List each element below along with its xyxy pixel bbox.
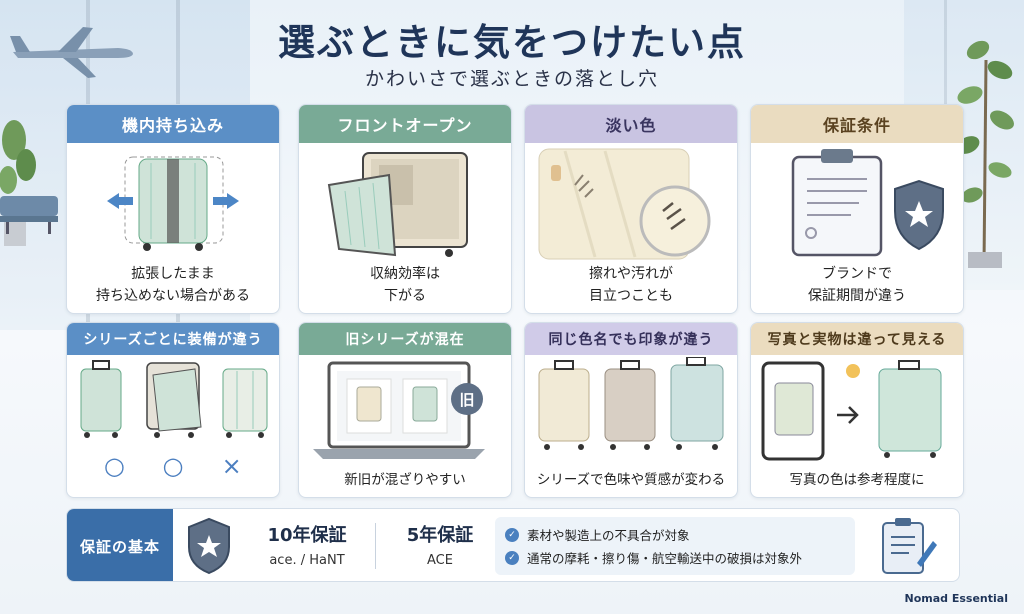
caption-line: 下がる [384, 288, 426, 304]
old-badge: 旧 [459, 391, 475, 409]
caption-line: 収納効率は [370, 266, 440, 282]
laptop-listing-icon [313, 361, 485, 459]
photo-vs-real-icon [761, 360, 942, 461]
note-text: 通常の摩耗・擦り傷・航空輸送中の破損は対象外 [527, 551, 803, 566]
card-heading: 機内持ち込み [67, 105, 279, 143]
page-title: 選ぶときに気をつけたい点 [278, 21, 746, 64]
card-heading: 保証条件 [751, 105, 963, 143]
three-suitcases-icon [80, 360, 268, 438]
shield-icon [188, 517, 230, 575]
card-photo-vs-real: 写真と実物は違って見える 写真の色は参考程度に [750, 322, 964, 498]
warranty-label: 保証の基本 [67, 509, 173, 581]
card-caption: シリーズで色味や質感が変わる [536, 472, 726, 488]
card-heading: シリーズごとに装備が違う [67, 323, 279, 355]
card-caption: 収納効率は 下がる [299, 263, 511, 307]
caption-line: ブランドで [822, 266, 892, 282]
page-subtitle: かわいさで選ぶときの落とし穴 [364, 68, 659, 90]
divider [375, 523, 376, 569]
plan-a-brands: ace. / HaNT [269, 553, 345, 568]
front-open-suitcase-icon [327, 152, 468, 257]
clipboard-pen-icon [882, 518, 937, 574]
card-warranty-terms: 保証条件 ブランドで 保証期間が違う [750, 104, 964, 314]
note-text: 素材や製造上の不具合が対象 [527, 528, 690, 543]
card-caption: 写真の色は参考程度に [789, 472, 925, 488]
caption-line: 拡張したまま [131, 266, 215, 282]
card-caption: ブランドで 保証期間が違う [751, 263, 963, 307]
brand-name: Nomad Essential [904, 592, 1008, 605]
mark-ng: × [221, 452, 242, 480]
check-icon: ✓ [505, 527, 519, 542]
warranty-notes: ✓ 素材や製造上の不具合が対象 ✓ 通常の摩耗・擦り傷・航空輸送中の破損は対象外 [495, 517, 855, 575]
scuffed-surface-icon [538, 148, 711, 260]
color-variants-icon [538, 357, 724, 450]
bench-icon [0, 196, 58, 234]
card-heading: 同じ色名でも印象が違う [525, 323, 737, 355]
card-caption: 擦れや汚れが 目立つことも [525, 263, 737, 307]
airplane-icon [10, 27, 133, 78]
card-caption: 新旧が混ざりやすい [344, 472, 466, 488]
card-front-open: フロントオープン 収納効率は 下がる [298, 104, 512, 314]
warranty-note: ✓ 素材や製造上の不具合が対象 [505, 523, 845, 546]
card-old-series: 旧シリーズが混在 旧 新旧が混ざりやすい [298, 322, 512, 498]
plan-a-title: 10年保証 [267, 525, 347, 546]
warranty-note: ✓ 通常の摩耗・擦り傷・航空輸送中の破損は対象外 [505, 546, 845, 569]
card-caption: 拡張したまま 持ち込めない場合がある [67, 263, 279, 307]
mark-ok: ○ [103, 452, 125, 480]
card-pale-color: 淡い色 擦れや汚れが 目立つことも [524, 104, 738, 314]
feature-marks: ○ ○ × [67, 451, 279, 481]
caption-line: 擦れや汚れが [589, 266, 673, 282]
card-heading: 旧シリーズが混在 [299, 323, 511, 355]
plan-b-brands: ACE [427, 553, 453, 568]
warranty-plan-a: 10年保証 ace. / HaNT [247, 521, 367, 568]
card-series-features: シリーズごとに装備が違う ○ ○ × [66, 322, 280, 498]
clipboard-shield-icon [791, 149, 944, 257]
card-heading: 写真と実物は違って見える [751, 323, 963, 355]
expanding-suitcase-icon [107, 156, 239, 251]
warranty-bar: 保証の基本 10年保証 ace. / HaNT 5年保証 ACE ✓ 素材や製造… [66, 508, 960, 582]
card-heading: 淡い色 [525, 105, 737, 143]
caption-line: 保証期間が違う [808, 288, 906, 304]
mark-ok: ○ [162, 452, 184, 480]
card-heading: フロントオープン [299, 105, 511, 143]
check-icon: ✓ [505, 550, 519, 565]
caption-line: 目立つことも [589, 288, 673, 304]
plan-b-title: 5年保証 [406, 525, 474, 546]
warranty-plan-b: 5年保証 ACE [385, 521, 495, 568]
card-color-name: 同じ色名でも印象が違う シリーズで色味や質感が変わる [524, 322, 738, 498]
caption-line: 持ち込めない場合がある [96, 288, 250, 304]
card-carry-on: 機内持ち込み 拡張したまま 持ち込めない場合がある [66, 104, 280, 314]
